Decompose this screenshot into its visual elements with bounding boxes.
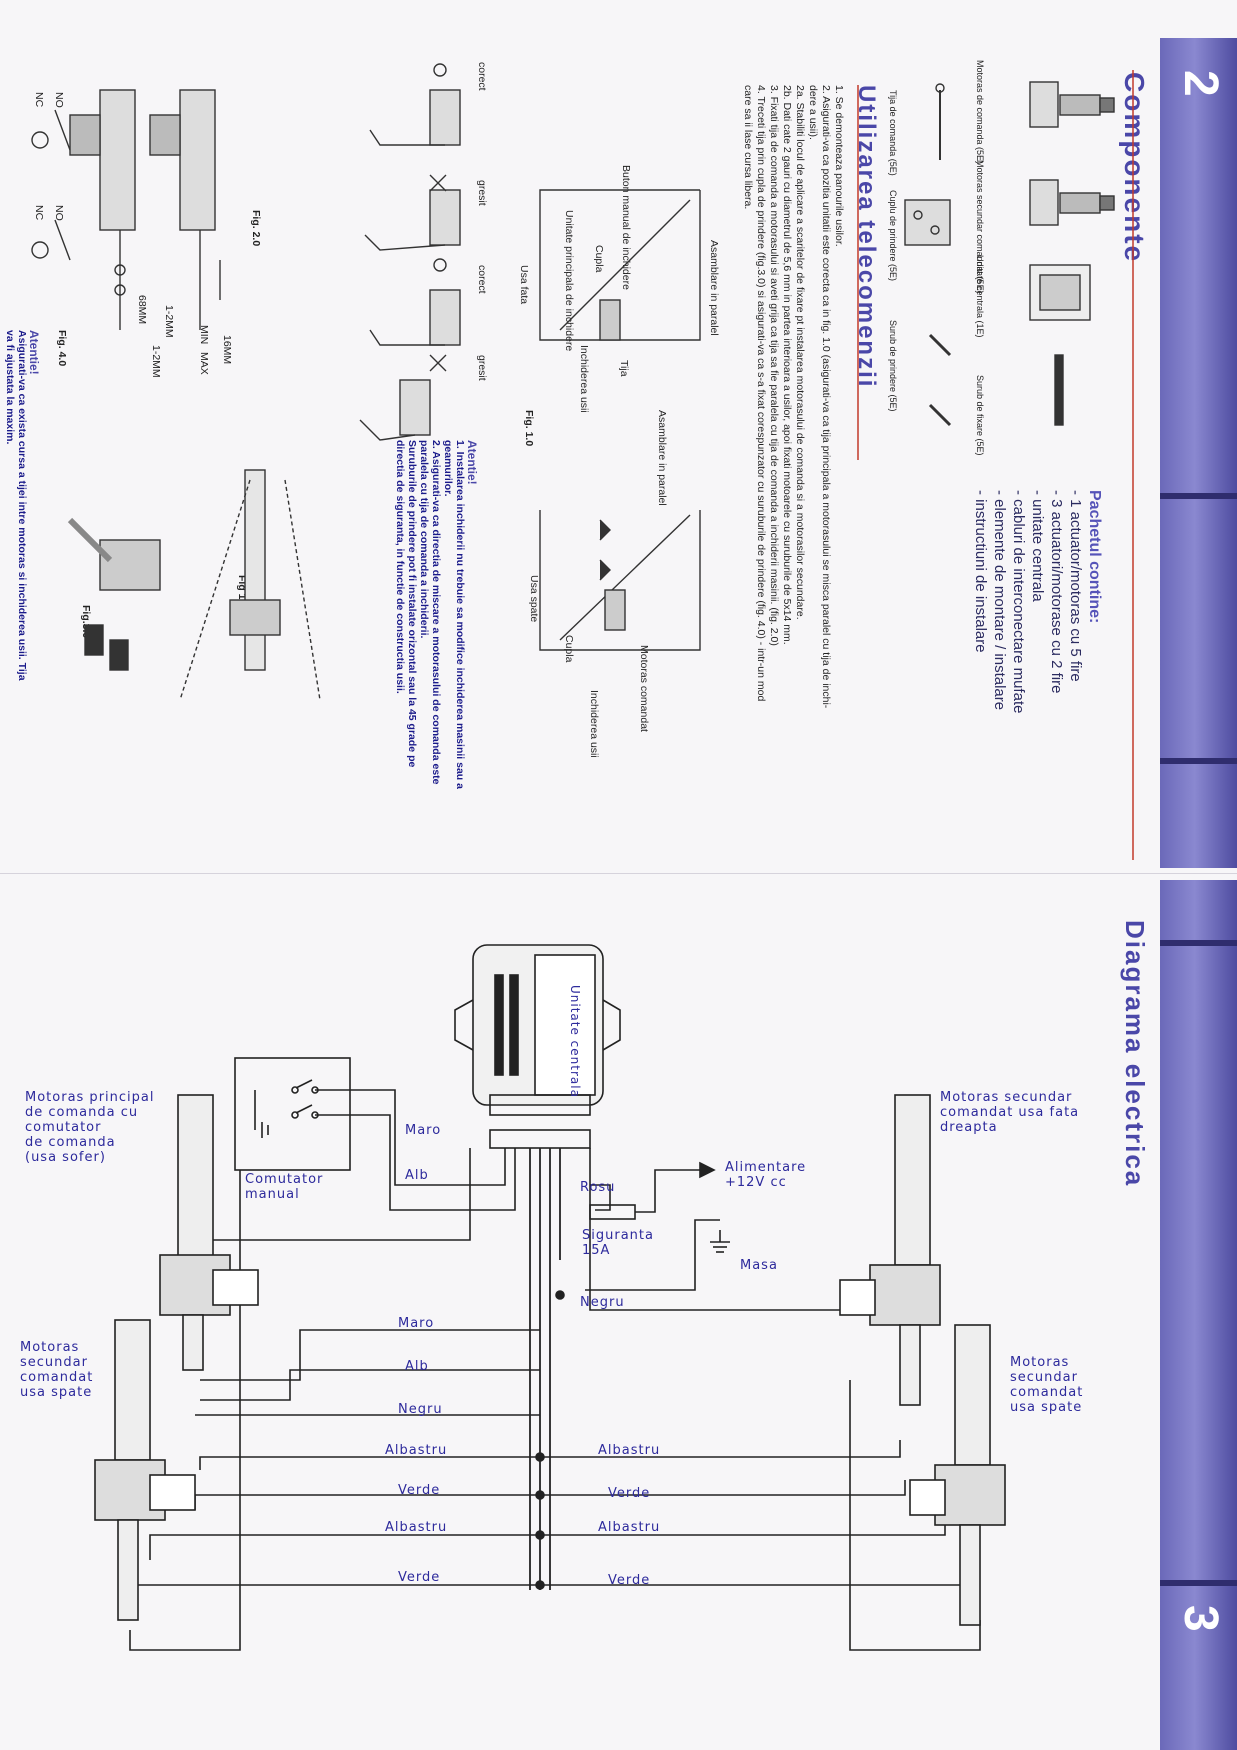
wire-label-negru: Negru: [580, 1295, 625, 1310]
front-motor-line: dreapta: [940, 1120, 998, 1135]
wire-label-verde-2: Verde: [608, 1486, 651, 1501]
rear-left-motor-line: secundar: [20, 1355, 88, 1370]
main-motor-label: Motoras principal de comanda cu comutato…: [25, 1090, 154, 1165]
rear-right-motor-line: Motoras: [1010, 1355, 1070, 1370]
wire-label-verde-3: Verde: [398, 1570, 441, 1585]
fig20-drawing: [359, 63, 461, 441]
rear-left-motor-drawing: [94, 1319, 196, 1621]
fig11-drawing: [179, 469, 321, 701]
front-motor-drawing: [839, 1094, 941, 1406]
main-motor-line: de comanda: [25, 1135, 116, 1150]
rear-left-motor-label: Motoras secundar comandat usa spate: [20, 1340, 93, 1400]
clamp-icon: [904, 199, 951, 246]
page3-header-band: [1160, 880, 1237, 1750]
manual-switch-label: Comutator manual: [245, 1172, 323, 1202]
main-actuator-icon: [1029, 81, 1115, 128]
secondary-actuator-icon: [1029, 179, 1115, 226]
front-motor-line: Motoras secundar: [940, 1090, 1073, 1105]
fixing-plate-icon: [1054, 354, 1064, 426]
wire-label-albastru: Albastru: [385, 1443, 448, 1458]
rear-right-motor-line: comandat: [1010, 1385, 1084, 1400]
rear-right-motor-label: Motoras secundar comandat usa spate: [1010, 1355, 1083, 1415]
fig30-drawing: [67, 517, 161, 671]
fig40-drawing: [31, 89, 221, 330]
front-motor-line: comandat usa fata: [940, 1105, 1080, 1120]
wire-label-alb: Alb: [405, 1168, 429, 1183]
wire-label-verde: Verde: [398, 1483, 441, 1498]
power-line: Alimentare: [725, 1160, 807, 1175]
page-fold: [0, 873, 1237, 874]
power-label: Alimentare +12V cc: [725, 1160, 806, 1190]
screw-icon: [928, 333, 952, 427]
main-motor-line: Motoras principal: [25, 1090, 155, 1105]
manual-switch-line: manual: [245, 1187, 300, 1202]
main-motor-line: comutator: [25, 1120, 102, 1135]
wire-label-albastru-3: Albastru: [385, 1520, 448, 1535]
rear-left-motor-line: Motoras: [20, 1340, 80, 1355]
rear-right-motor-line: secundar: [1010, 1370, 1078, 1385]
main-motor-drawing: [159, 1094, 259, 1371]
fuse-line: 15A: [582, 1243, 611, 1258]
wire-label-albastru-2: Albastru: [598, 1443, 661, 1458]
wire-label-maro-2: Maro: [398, 1316, 435, 1331]
front-motor-label: Motoras secundar comandat usa fata dreap…: [940, 1090, 1079, 1135]
central-unit-label: Unitate centrala: [568, 985, 582, 1098]
page2-header-band: [1160, 38, 1237, 868]
wire-label-verde-4: Verde: [608, 1573, 651, 1588]
wire-label-rosu: Rosu: [580, 1180, 616, 1195]
fuse-label: Siguranta 15A: [582, 1228, 654, 1258]
rod-icon: [935, 83, 945, 160]
rear-right-motor-drawing: [909, 1324, 1006, 1626]
manual-switch-line: Comutator: [245, 1172, 324, 1187]
wire-label-alb-2: Alb: [405, 1359, 429, 1374]
fig10-drawing: [539, 189, 701, 651]
manual-switch-box: [234, 1057, 351, 1171]
ground-label: Masa: [740, 1258, 778, 1273]
power-line: +12V cc: [725, 1175, 787, 1190]
rear-right-motor-line: usa spate: [1010, 1400, 1083, 1415]
wire-label-maro: Maro: [405, 1123, 442, 1138]
main-motor-line: de comanda cu: [25, 1105, 139, 1120]
rear-left-motor-line: comandat: [20, 1370, 94, 1385]
fuse-line: Siguranta: [582, 1228, 654, 1243]
wire-label-negru-2: Negru: [398, 1402, 443, 1417]
central-unit-icon: [1029, 264, 1091, 321]
rear-left-motor-line: usa spate: [20, 1385, 93, 1400]
main-motor-line: (usa sofer): [25, 1150, 106, 1165]
wire-label-albastru-4: Albastru: [598, 1520, 661, 1535]
central-unit-box: [454, 944, 621, 1106]
